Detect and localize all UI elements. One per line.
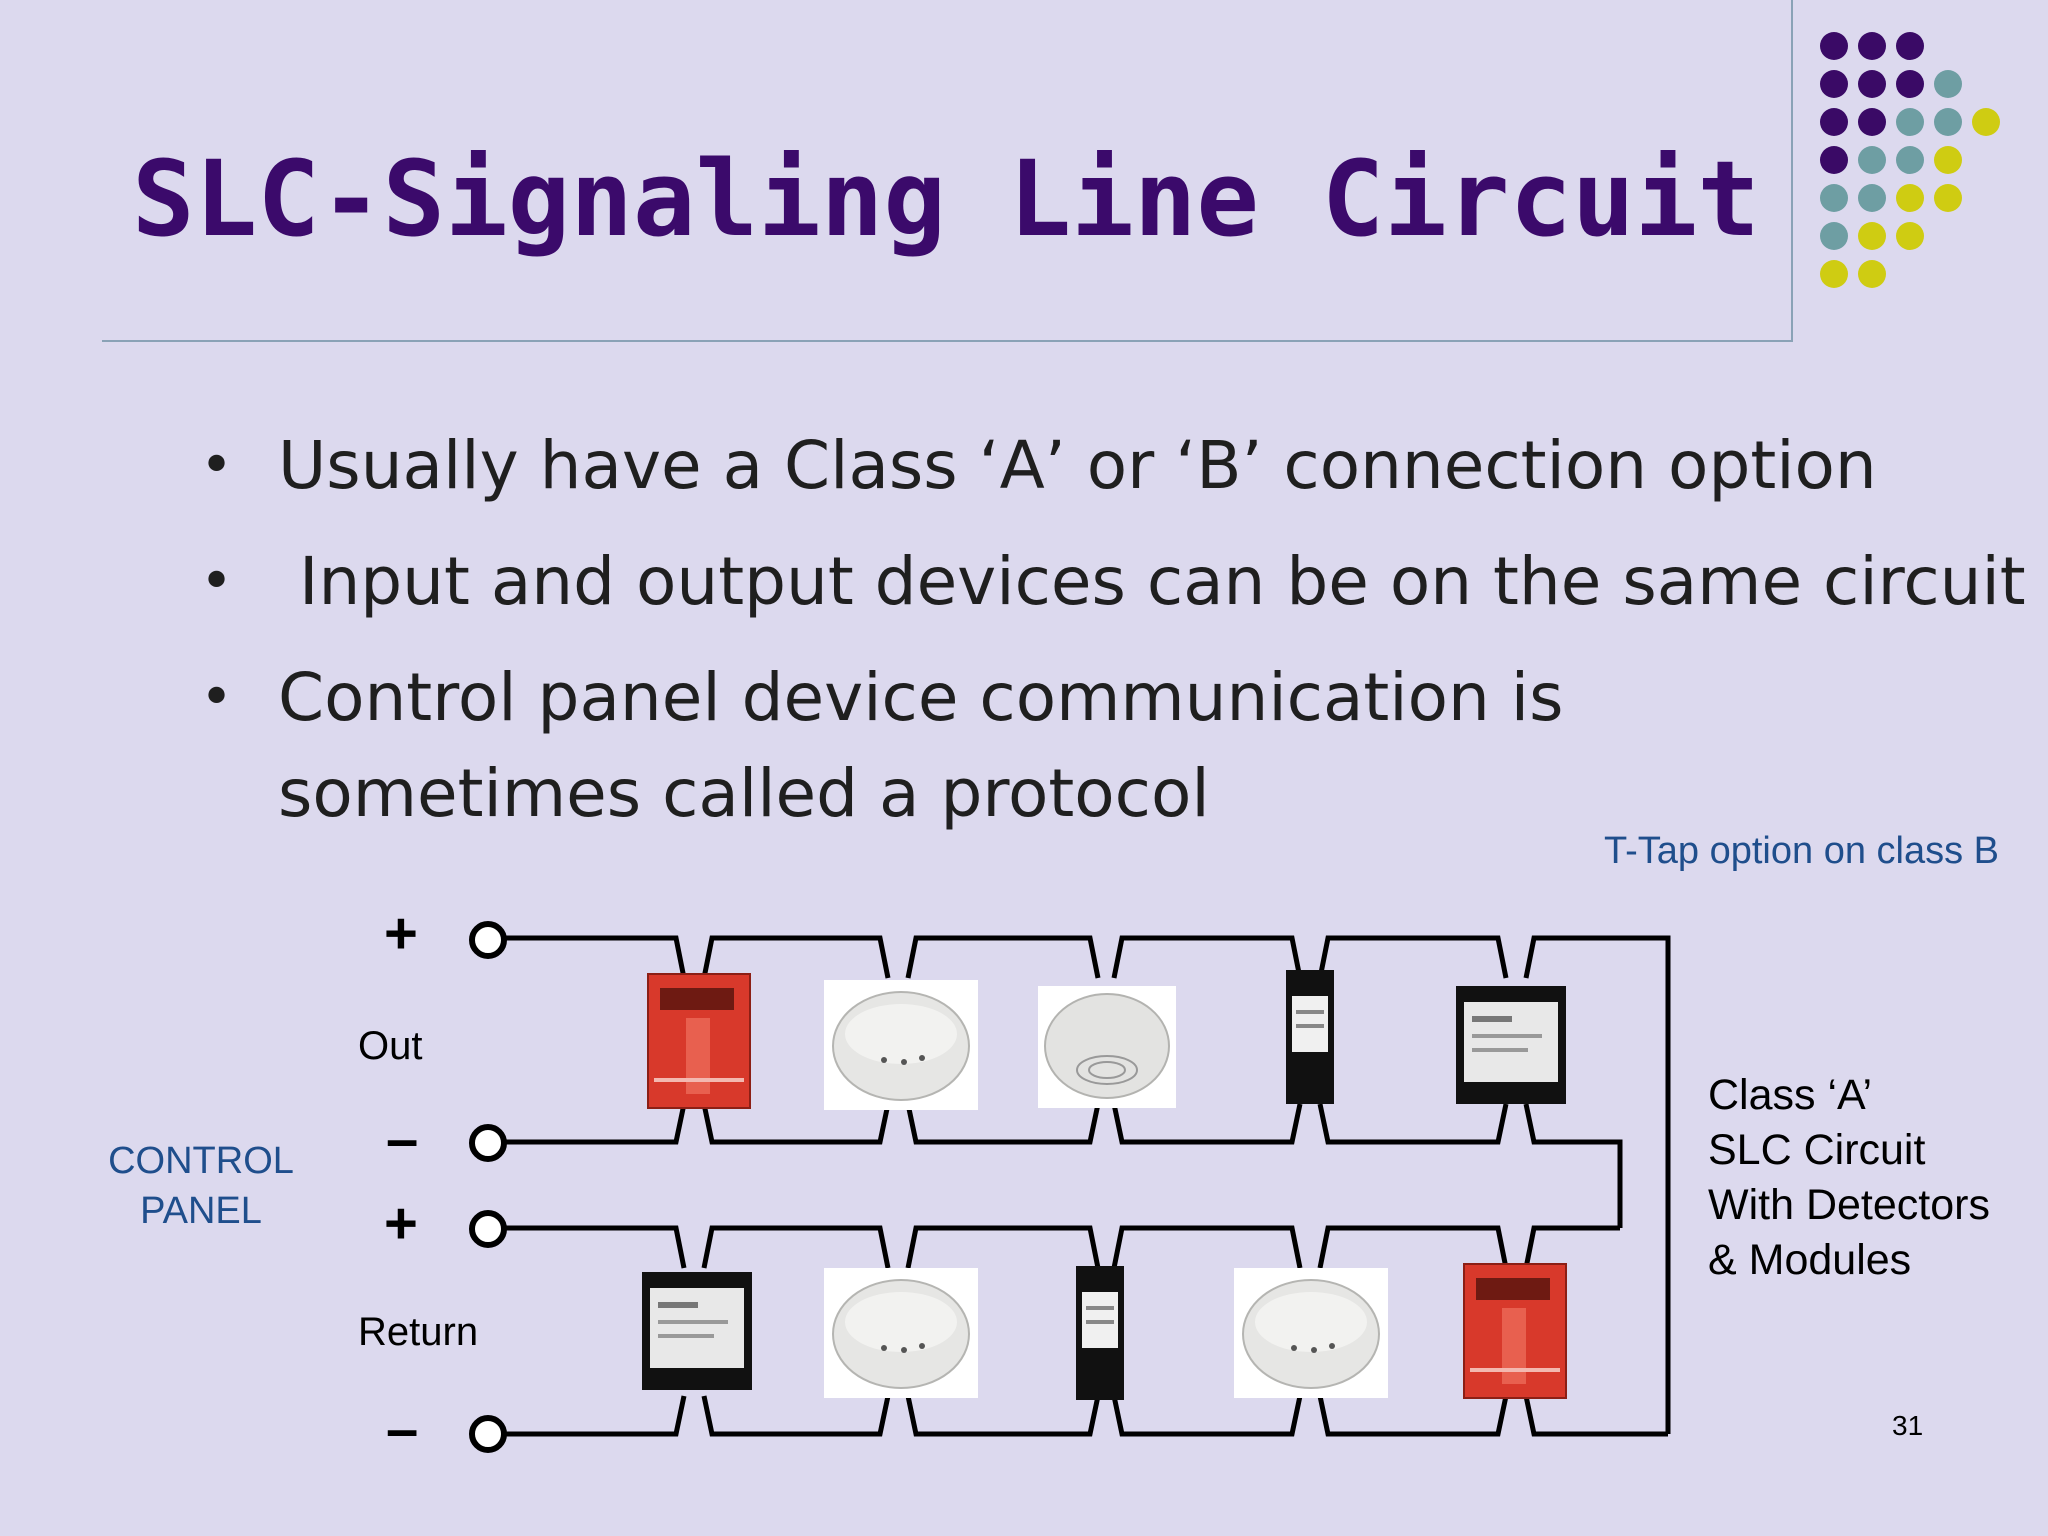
decorative-dot: [1858, 70, 1886, 98]
decorative-dot: [1896, 70, 1924, 98]
decorative-dot: [1858, 146, 1886, 174]
class-a-line: & Modules: [1708, 1236, 1912, 1284]
bullet-item: • Control panel device communication is s…: [196, 650, 1996, 842]
control-module-icon: [642, 1272, 752, 1390]
heat-detector-icon: [1038, 986, 1176, 1108]
decorative-dot: [1934, 108, 1962, 136]
terminal-out-plus: [469, 921, 507, 959]
slide-title: SLC-Signaling Line Circuit: [132, 138, 1760, 260]
control-panel-label: CONTROL PANEL: [108, 1140, 294, 1232]
decorative-dot: [1820, 70, 1848, 98]
decorative-dot: [1820, 260, 1848, 288]
bullet-list: • Usually have a Class ‘A’ or ‘B’ connect…: [196, 418, 2026, 862]
control-module-icon: [1456, 986, 1566, 1104]
out-minus-symbol: –: [386, 1107, 419, 1172]
class-a-line: SLC Circuit: [1708, 1126, 1926, 1174]
relay-module-icon: [1286, 970, 1334, 1104]
return-minus-symbol: –: [386, 1397, 419, 1462]
decorative-dot: [1934, 70, 1962, 98]
out-plus-symbol: +: [384, 901, 418, 966]
wire-bottom-upper: [500, 1225, 1620, 1269]
return-label: Return: [358, 1310, 479, 1354]
decorative-dot: [1858, 32, 1886, 60]
decorative-dot: [1934, 184, 1962, 212]
wire-bottom-lower: [500, 1395, 1668, 1437]
decorative-dot: [1858, 260, 1886, 288]
class-a-line: Class ‘A’: [1708, 1071, 1873, 1119]
terminal-out-minus: [469, 1124, 507, 1162]
wire-top-lower: [500, 1103, 1623, 1228]
decorative-dot: [1858, 108, 1886, 136]
bullet-dot-icon: •: [200, 665, 234, 730]
title-underline: [102, 340, 1792, 342]
relay-module-icon: [1076, 1266, 1124, 1400]
decorative-dot: [1820, 184, 1848, 212]
title-vertical-rule: [1791, 0, 1793, 342]
bullet-text: Control panel device communication is so…: [278, 659, 1564, 832]
class-a-line: With Detectors: [1708, 1181, 1990, 1229]
class-a-caption: Class ‘A’ SLC Circuit With Detectors & M…: [1708, 1068, 1990, 1288]
bullet-dot-icon: •: [200, 549, 234, 614]
decorative-dot: [1858, 222, 1886, 250]
decorative-dot: [1820, 32, 1848, 60]
bullet-item: • Usually have a Class ‘A’ or ‘B’ connect…: [196, 418, 1996, 514]
smoke-detector-icon: [824, 980, 978, 1110]
bullet-dot-icon: •: [200, 433, 234, 498]
decorative-dot: [1972, 108, 2000, 136]
smoke-detector-icon: [824, 1268, 978, 1398]
decorative-dot: [1896, 108, 1924, 136]
bullet-text: Input and output devices can be on the s…: [278, 543, 2026, 620]
decorative-dot: [1820, 222, 1848, 250]
page-number: 31: [1892, 1410, 1924, 1441]
terminal-return-minus: [469, 1415, 507, 1453]
smoke-detector-icon: [1234, 1268, 1388, 1398]
terminal-return-plus: [469, 1210, 507, 1248]
wire-top-upper: [500, 935, 1671, 1434]
decorative-dot: [1896, 146, 1924, 174]
decorative-dot: [1858, 184, 1886, 212]
pull-station-icon: [1463, 1263, 1567, 1399]
bullet-text: Usually have a Class ‘A’ or ‘B’ connecti…: [278, 427, 1877, 504]
decorative-dot: [1896, 222, 1924, 250]
decorative-dot: [1820, 146, 1848, 174]
return-plus-symbol: +: [384, 1191, 418, 1256]
out-label: Out: [358, 1024, 423, 1068]
decorative-dot: [1896, 184, 1924, 212]
decorative-dot: [1896, 32, 1924, 60]
bullet-item: • Input and output devices can be on the…: [196, 534, 2026, 630]
ttap-note: T-Tap option on class B: [1604, 830, 1999, 872]
pull-station-icon: [647, 973, 751, 1109]
decorative-dot: [1934, 146, 1962, 174]
decorative-dot: [1820, 108, 1848, 136]
